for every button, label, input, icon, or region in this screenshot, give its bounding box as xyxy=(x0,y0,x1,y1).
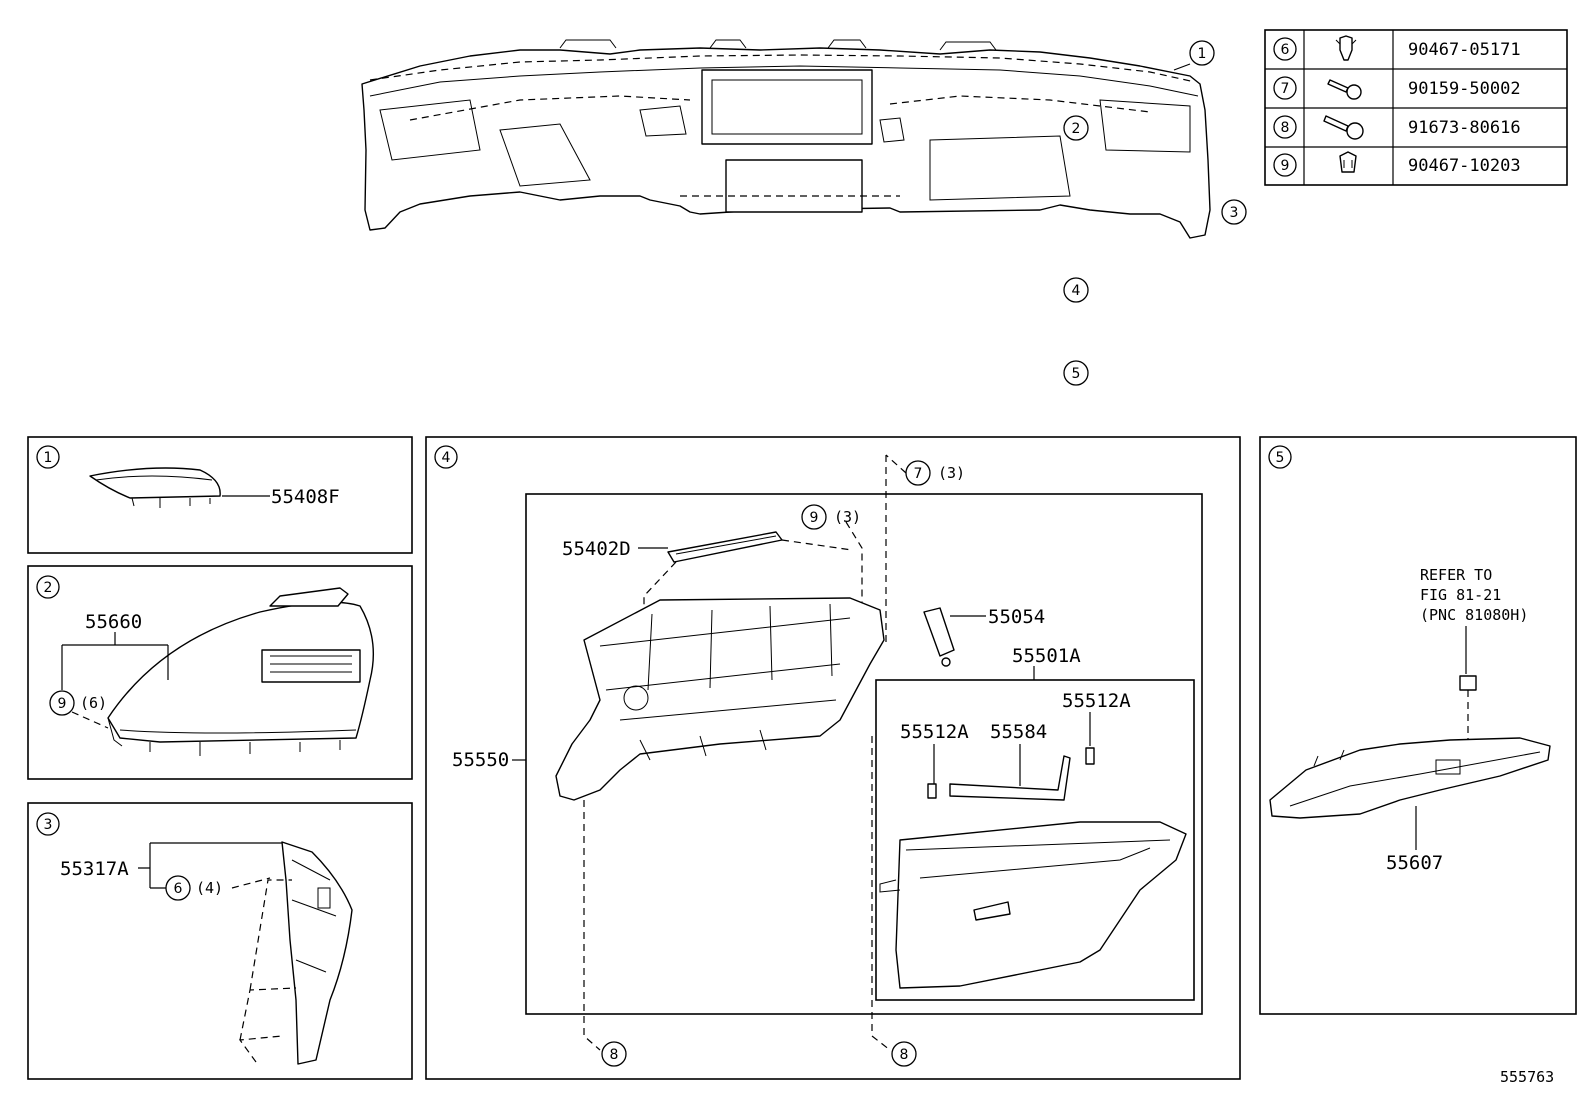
fastener-row-9: 9 90467-10203 xyxy=(1273,151,1521,177)
svg-text:1: 1 xyxy=(44,450,53,466)
svg-text:5: 5 xyxy=(1072,366,1081,382)
clip-icon xyxy=(1339,151,1357,173)
instrument-panel-overview xyxy=(361,39,1211,239)
detail-panel-4: 4 7 (3) 9 (3) 55402D 55550 xyxy=(425,436,1241,1080)
svg-text:9: 9 xyxy=(58,696,67,712)
part-label-55512A-right: 55512A xyxy=(1062,690,1131,712)
refer-connector-drawing xyxy=(1459,675,1477,691)
part-55402D-drawing xyxy=(667,531,783,563)
svg-text:6: 6 xyxy=(1281,42,1290,58)
part-label-55317A: 55317A xyxy=(60,858,129,880)
part-label-55501A: 55501A xyxy=(1012,645,1081,667)
svg-text:90467-10203: 90467-10203 xyxy=(1408,156,1521,176)
detail-panel-1: 1 55408F xyxy=(27,436,413,554)
overview-callout-5: 5 xyxy=(1063,360,1089,386)
svg-text:8: 8 xyxy=(900,1047,909,1063)
glove-box-door-drawing xyxy=(879,821,1187,989)
detail-panel-5: 5 REFER TO FIG 81-21 (PNC 81080H) 55607 xyxy=(1259,436,1577,1015)
svg-text:3: 3 xyxy=(1230,205,1239,221)
overview-callout-3: 3 xyxy=(1221,199,1247,225)
svg-text:3: 3 xyxy=(44,817,53,833)
fastener-table: 6 90467-05171 7 90159-50002 8 91673-8061 xyxy=(1264,29,1568,186)
svg-text:(3): (3) xyxy=(938,464,965,482)
svg-text:(3): (3) xyxy=(834,508,861,526)
svg-text:2: 2 xyxy=(44,580,53,596)
part-55607-drawing xyxy=(1269,737,1551,819)
svg-text:9: 9 xyxy=(810,510,819,526)
svg-text:(6): (6) xyxy=(80,694,107,712)
detail-panel-2: 2 55660 9 (6) xyxy=(27,565,413,780)
overview-callout-2: 2 xyxy=(1063,115,1089,141)
fastener-row-6: 6 90467-05171 xyxy=(1273,35,1521,61)
svg-text:5: 5 xyxy=(1276,450,1285,466)
part-55408F-drawing xyxy=(89,467,221,508)
svg-text:4: 4 xyxy=(1072,283,1081,299)
svg-text:8: 8 xyxy=(1281,120,1290,136)
part-label-55408F: 55408F xyxy=(271,486,340,508)
part-55054-drawing xyxy=(923,607,955,667)
part-label-55607: 55607 xyxy=(1386,852,1443,874)
part-55584-drawing xyxy=(949,755,1071,801)
part-55317A-drawing xyxy=(281,841,353,1065)
svg-text:1: 1 xyxy=(1198,46,1207,62)
part-label-55512A-left: 55512A xyxy=(900,721,969,743)
refer-note-line-2: FIG 81-21 xyxy=(1420,586,1501,604)
clip-icon xyxy=(1335,35,1357,61)
part-55512A-left-drawing xyxy=(927,783,937,799)
svg-text:2: 2 xyxy=(1072,121,1081,137)
fastener-row-7: 7 90159-50002 xyxy=(1273,76,1521,100)
part-55660-drawing xyxy=(107,587,375,756)
part-label-55402D: 55402D xyxy=(562,538,631,560)
detail-panel-3: 3 55317A 6 (4) xyxy=(27,802,413,1080)
part-label-55550: 55550 xyxy=(452,749,509,771)
fastener-row-8: 8 91673-80616 xyxy=(1273,115,1521,140)
svg-text:4: 4 xyxy=(442,450,451,466)
refer-note-line-1: REFER TO xyxy=(1420,566,1492,584)
part-label-55584: 55584 xyxy=(990,721,1047,743)
part-55550-drawing xyxy=(555,597,885,801)
svg-text:7: 7 xyxy=(1281,81,1290,97)
svg-text:91673-80616: 91673-80616 xyxy=(1408,118,1521,138)
overview-callout-4: 4 xyxy=(1063,277,1089,303)
svg-text:7: 7 xyxy=(914,466,923,482)
svg-text:8: 8 xyxy=(610,1047,619,1063)
svg-text:6: 6 xyxy=(174,881,183,897)
part-label-55660: 55660 xyxy=(85,611,142,633)
refer-note-line-3: (PNC 81080H) xyxy=(1420,606,1528,624)
svg-text:9: 9 xyxy=(1281,158,1290,174)
overview-callout-1: 1 xyxy=(1173,40,1215,71)
figure-id: 555763 xyxy=(1500,1068,1554,1086)
part-label-55054: 55054 xyxy=(988,606,1045,628)
bolt-icon xyxy=(1323,115,1364,140)
screw-icon xyxy=(1327,79,1362,100)
svg-text:90467-05171: 90467-05171 xyxy=(1408,40,1521,60)
svg-text:(4): (4) xyxy=(196,879,223,897)
svg-text:90159-50002: 90159-50002 xyxy=(1408,79,1521,99)
part-55512A-right-drawing xyxy=(1085,747,1095,765)
